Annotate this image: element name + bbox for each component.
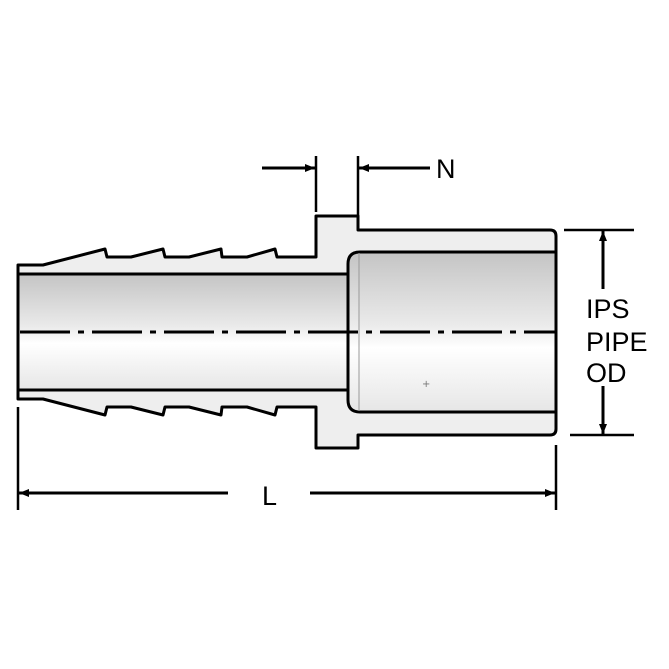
- label-n: N: [436, 154, 456, 184]
- label-pipe: PIPE: [586, 327, 648, 357]
- dimension-l: L: [16, 407, 558, 511]
- label-od: OD: [586, 358, 627, 388]
- svg-text:+: +: [422, 379, 430, 390]
- dimension-n: N: [262, 154, 456, 226]
- label-l: L: [262, 481, 277, 511]
- label-ips: IPS: [586, 294, 630, 324]
- dimension-ips-pipe-od: IPS PIPE OD: [564, 228, 648, 437]
